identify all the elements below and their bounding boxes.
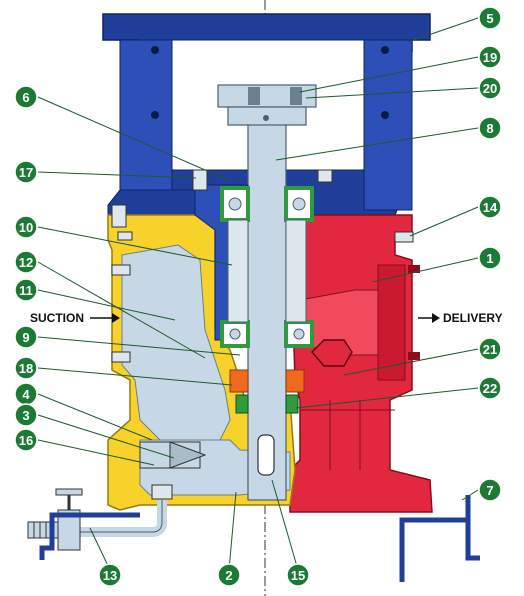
frame-bolt-hole: [381, 111, 389, 119]
coupling-screw: [263, 115, 269, 121]
delivery-casing: [289, 214, 433, 513]
suction-bolt: [111, 351, 131, 363]
mechanical-seal: [285, 369, 305, 393]
suction-bolt: [117, 231, 133, 241]
callout-10: 10: [14, 215, 38, 239]
bypass-pipe-outline: [78, 500, 163, 533]
callout-20: 20: [478, 76, 502, 100]
suction-bolt: [111, 204, 127, 228]
svg-text:20: 20: [483, 81, 497, 96]
seal-ring: [285, 394, 299, 414]
callout-3: 3: [14, 403, 38, 427]
callout-15: 15: [286, 563, 310, 587]
svg-text:5: 5: [486, 11, 493, 26]
svg-text:3: 3: [22, 408, 29, 423]
svg-text:1: 1: [486, 251, 493, 266]
suction-label: SUCTION: [30, 311, 84, 325]
hex-nut: [310, 339, 353, 367]
callout-22: 22: [478, 376, 502, 400]
callout-19: 19: [478, 45, 502, 69]
callout-8: 8: [478, 116, 502, 140]
svg-text:13: 13: [103, 568, 117, 583]
callout-2: 2: [217, 563, 241, 587]
svg-text:12: 12: [19, 255, 33, 270]
valve-handle: [55, 488, 83, 496]
casing-bolt: [408, 265, 420, 273]
callout-17: 17: [14, 160, 38, 184]
spacer-sleeve: [227, 219, 249, 323]
svg-text:17: 17: [19, 165, 33, 180]
casing-bolt: [408, 352, 420, 360]
svg-text:15: 15: [291, 568, 305, 583]
svg-text:10: 10: [19, 220, 33, 235]
svg-text:9: 9: [22, 330, 29, 345]
svg-text:19: 19: [483, 50, 497, 65]
bearing-ball: [292, 197, 306, 211]
suction-arrowhead: [112, 313, 120, 323]
callout-7: 7: [478, 478, 502, 502]
svg-text:16: 16: [19, 433, 33, 448]
lantern-right-leg: [363, 39, 413, 211]
frame-bolt-hole: [151, 46, 159, 54]
suction-passage: [121, 244, 231, 441]
svg-text:18: 18: [19, 361, 33, 376]
top-bolt: [192, 169, 208, 191]
delivery-outlet: [377, 264, 406, 381]
coupling-key: [248, 87, 260, 105]
left-base-bracket: [39, 512, 140, 560]
svg-text:6: 6: [22, 90, 29, 105]
callout-11: 11: [14, 278, 38, 302]
callout-1: 1: [478, 246, 502, 270]
bearing-ball: [229, 328, 241, 340]
valve-cone: [169, 441, 207, 469]
svg-text:2: 2: [225, 568, 232, 583]
callout-21: 21: [478, 337, 502, 361]
bearing-ball: [293, 328, 305, 340]
delivery-label: DELIVERY: [443, 311, 503, 325]
svg-text:21: 21: [483, 342, 497, 357]
svg-text:22: 22: [483, 381, 497, 396]
drain-plug: [151, 484, 173, 500]
callout-12: 12: [14, 250, 38, 274]
callout-13: 13: [98, 563, 122, 587]
callout-4: 4: [14, 382, 38, 406]
bearing-ball: [228, 197, 242, 211]
callout-6: 6: [14, 85, 38, 109]
svg-text:4: 4: [22, 387, 30, 402]
frame-bolt-hole: [381, 46, 389, 54]
mechanical-seal: [229, 369, 249, 393]
delivery-arrowhead: [432, 313, 440, 323]
seal-ring: [235, 394, 249, 414]
casing-bolt: [394, 231, 414, 243]
svg-text:14: 14: [483, 200, 498, 215]
top-bolt: [317, 169, 333, 183]
callout-18: 18: [14, 356, 38, 380]
svg-text:11: 11: [19, 283, 33, 298]
svg-text:8: 8: [486, 121, 493, 136]
frame-bolt-hole: [151, 111, 159, 119]
plunger-slot: [257, 434, 275, 476]
svg-text:7: 7: [486, 483, 493, 498]
callout-5: 5: [478, 6, 502, 30]
suction-bolt: [111, 264, 131, 276]
coupling-key: [290, 87, 302, 105]
spacer-sleeve: [285, 219, 307, 323]
leader-lines: [37, 17, 479, 571]
lantern-left-leg: [119, 39, 173, 191]
callout-9: 9: [14, 325, 38, 349]
callout-16: 16: [14, 428, 38, 452]
callout-14: 14: [478, 195, 502, 219]
right-base-bracket: [399, 495, 480, 582]
